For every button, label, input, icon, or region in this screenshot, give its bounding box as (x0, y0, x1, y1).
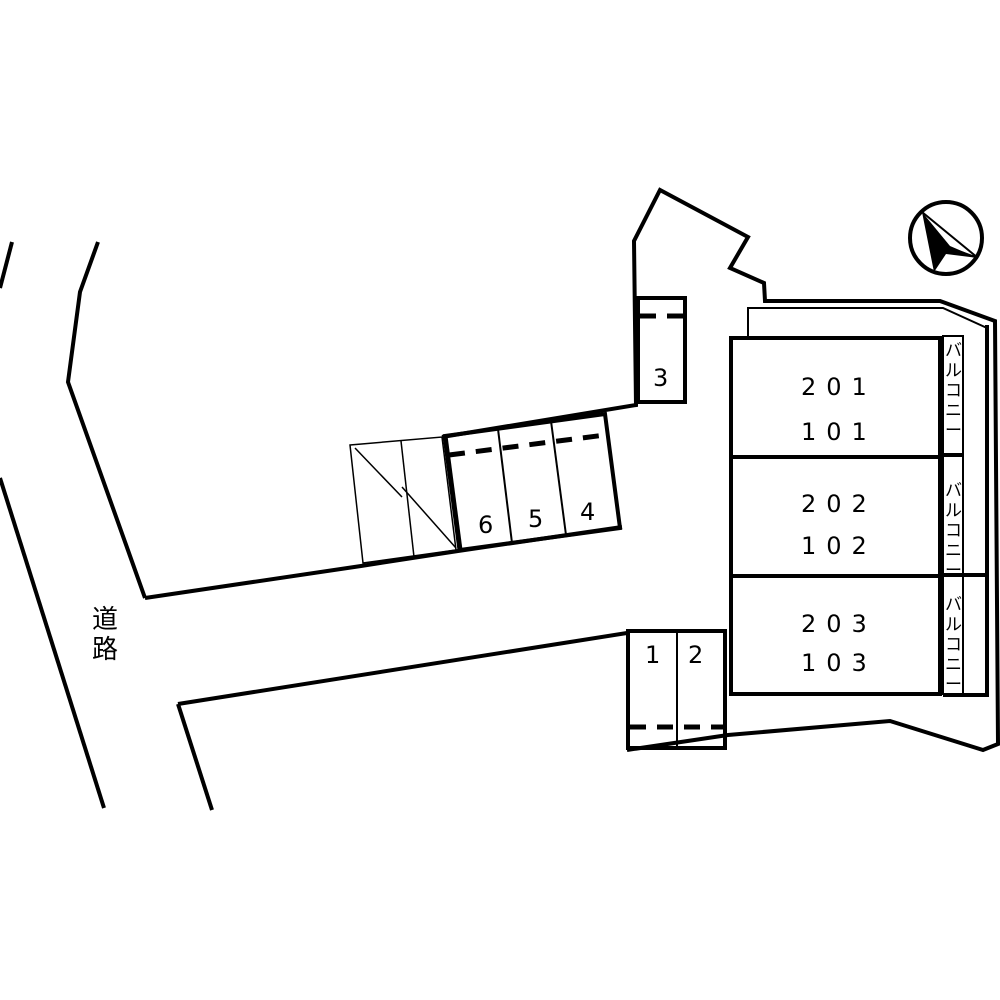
svg-text:ニ: ニ (945, 401, 962, 421)
parking-label-4: 4 (580, 498, 595, 526)
balcony-label-2: バ ル コ ニ ー (945, 481, 962, 581)
svg-text:ー: ー (945, 421, 962, 441)
svg-text:ル: ル (945, 501, 962, 521)
unit-label-201: 201 (801, 373, 877, 401)
parking-label-2: 2 (688, 641, 703, 669)
svg-text:ル: ル (945, 615, 962, 635)
parking-spots-1-2 (626, 629, 727, 750)
unit-block-203-103 (729, 574, 942, 696)
parking-label-5: 5 (528, 505, 543, 533)
unavailable-spaces (349, 436, 457, 564)
parking-label-6: 6 (478, 511, 493, 539)
unit-label-101: 101 (801, 418, 877, 446)
parking-label-3: 3 (653, 364, 668, 392)
building (729, 335, 987, 697)
north-arrow-icon (908, 200, 984, 276)
road-edge-left-lower (0, 477, 106, 809)
unit-label-202: 202 (801, 490, 877, 518)
parking-spot-3 (636, 296, 687, 404)
svg-text:コ: コ (945, 635, 962, 655)
road-label-2: 路 (92, 635, 118, 665)
balcony-label-3: バ ル コ ニ ー (945, 595, 962, 695)
unit-label-102: 102 (801, 532, 877, 560)
svg-text:コ: コ (945, 521, 962, 541)
parking-label-1: 1 (645, 641, 660, 669)
road-label-1: 道 (92, 605, 118, 635)
svg-text:ニ: ニ (945, 541, 962, 561)
svg-text:コ: コ (945, 381, 962, 401)
svg-text:ル: ル (945, 361, 962, 381)
road-edge-right (65, 241, 147, 599)
svg-text:ニ: ニ (945, 655, 962, 675)
road (0, 241, 214, 811)
svg-text:バ: バ (945, 595, 962, 615)
svg-text:バ: バ (945, 341, 962, 361)
unit-label-103: 103 (801, 649, 877, 677)
svg-text:バ: バ (945, 481, 962, 501)
road-edge-left-upper (0, 241, 14, 289)
lot-inner-line (747, 307, 988, 336)
balcony-label-1: バ ル コ ニ ー (945, 341, 962, 441)
driveway-bottom-edge (177, 631, 628, 706)
balcony-1 (942, 335, 964, 455)
road-edge-right-lower (176, 703, 214, 811)
unit-label-203: 203 (801, 610, 877, 638)
lot-upper-boundary (441, 187, 1000, 753)
svg-text:ー: ー (945, 675, 962, 695)
parking-spots-4-5-6 (442, 411, 623, 553)
svg-text:ー: ー (945, 561, 962, 581)
